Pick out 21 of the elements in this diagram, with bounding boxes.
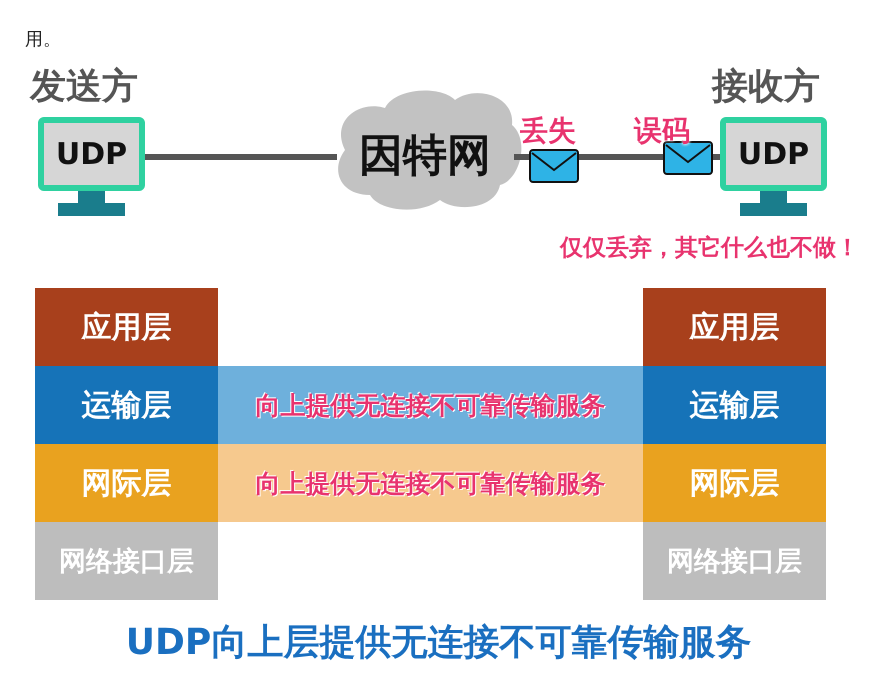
layer-box: 应用层 (643, 288, 826, 366)
error-label: 误码 (634, 113, 690, 149)
loss-label: 丢失 (520, 113, 576, 149)
cloud-label: 因特网 (359, 128, 491, 182)
layer-box: 网际层 (643, 444, 826, 522)
monitor-screen: UDP (38, 117, 145, 191)
layer-box: 网络接口层 (643, 522, 826, 600)
caption: UDP向上层提供无连接不可靠传输服务 (124, 621, 752, 665)
node-caption: 接收方 (712, 65, 820, 109)
service-band: 向上提供无连接不可靠传输服务 (218, 366, 643, 444)
layer-box: 运输层 (643, 366, 826, 444)
layer-box: 网际层 (35, 444, 218, 522)
monitor-screen: UDP (720, 117, 827, 191)
connection-line (145, 154, 337, 160)
note-text: 仅仅丢弃，其它什么也不做！ (560, 234, 859, 263)
node-caption: 发送方 (30, 65, 138, 109)
layer-box: 运输层 (35, 366, 218, 444)
layer-box: 网络接口层 (35, 522, 218, 600)
text-fragment: 用。 (25, 28, 61, 51)
layer-box: 应用层 (35, 288, 218, 366)
service-band: 向上提供无连接不可靠传输服务 (218, 444, 643, 522)
